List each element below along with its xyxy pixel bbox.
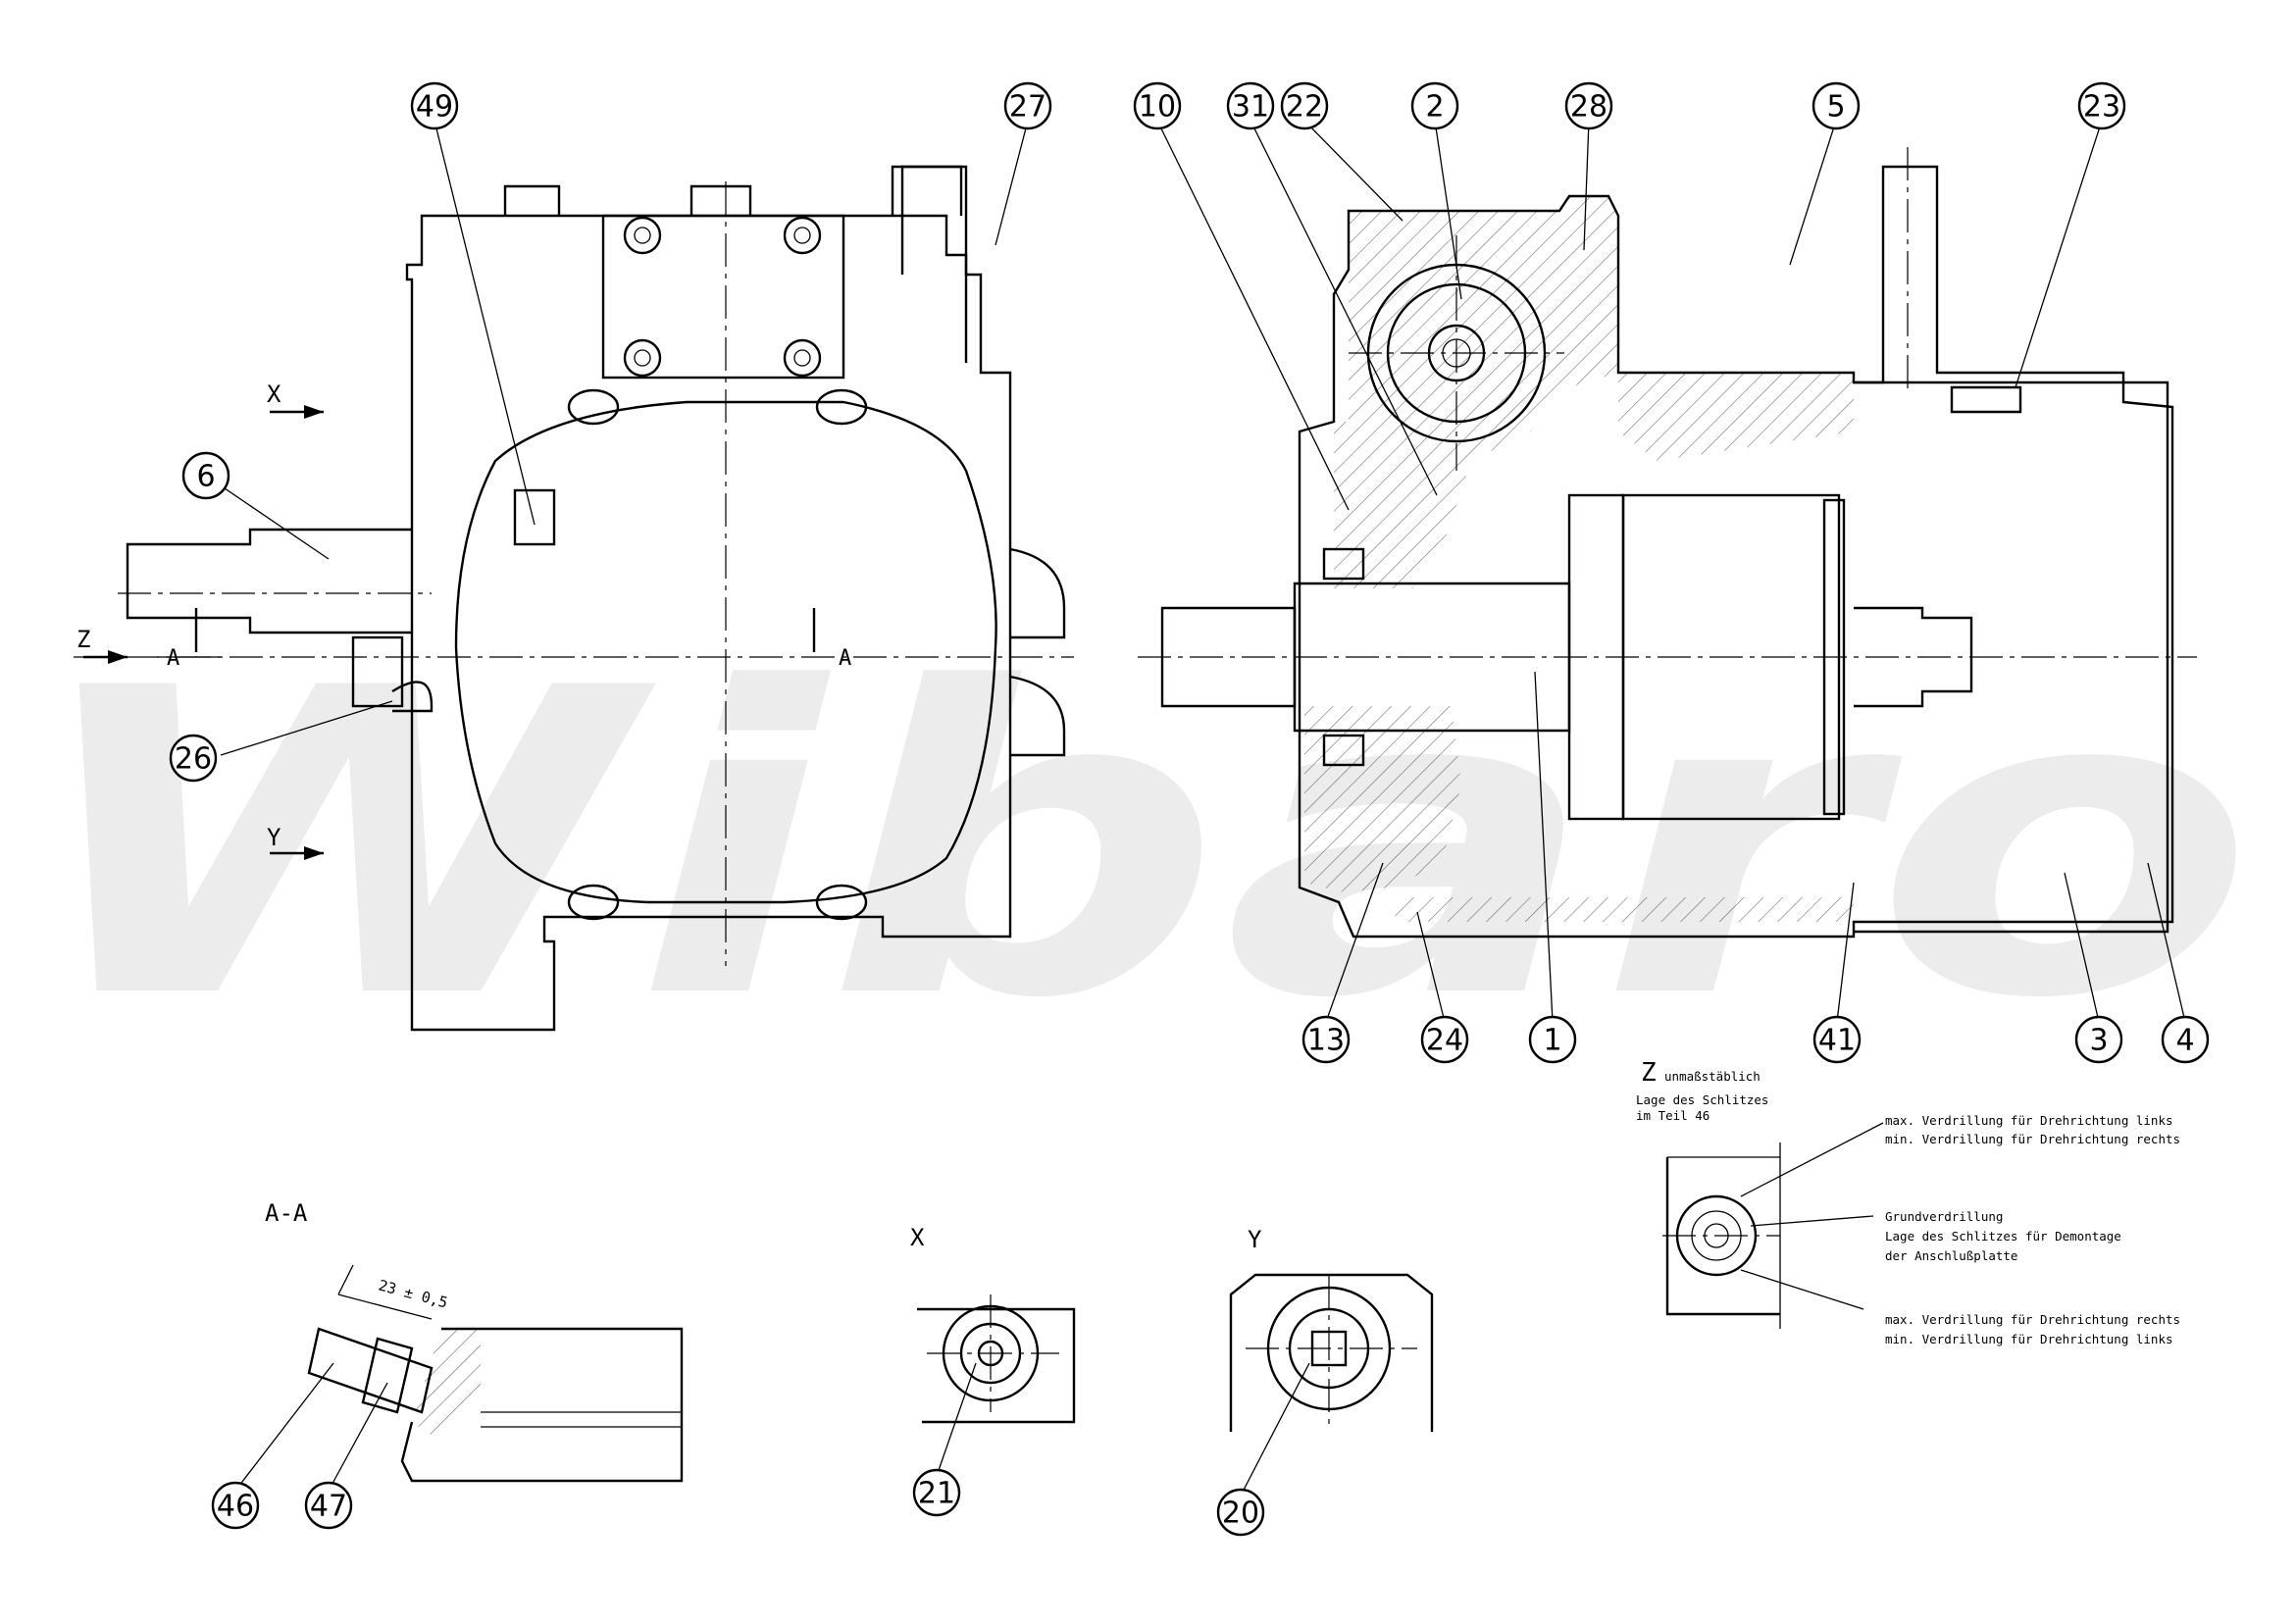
- detail-z-caption2: im Teil 46: [1636, 1108, 1709, 1123]
- note-1a: max. Verdrillung für Drehrichtung links: [1885, 1113, 2173, 1128]
- callout-13: 13: [1301, 1015, 1351, 1064]
- note-2c: der Anschlußplatte: [1885, 1248, 2017, 1263]
- callout-label: 5: [1826, 90, 1845, 125]
- callout-21: 21: [912, 1468, 961, 1517]
- callout-circle: [1216, 1488, 1265, 1537]
- callout-46: 46: [211, 1481, 260, 1530]
- watermark: Wibaro: [20, 600, 2256, 1091]
- bolt-heads: [623, 216, 822, 378]
- callout-label: 23: [2083, 90, 2120, 125]
- detail-z-letter: Z: [1641, 1058, 1657, 1088]
- callout-label: 3: [2089, 1024, 2108, 1058]
- callout-10: 10: [1133, 81, 1182, 130]
- callout-label: 21: [918, 1477, 955, 1511]
- note-3a: max. Verdrillung für Drehrichtung rechts: [1885, 1312, 2180, 1327]
- callout-label: 27: [1009, 90, 1046, 125]
- view-y-title: Y: [1248, 1226, 1262, 1253]
- callout-label: 20: [1222, 1497, 1259, 1531]
- section-mark-a-right: A: [839, 646, 851, 671]
- view-x-title: X: [910, 1224, 925, 1251]
- callout-label: 4: [2175, 1024, 2194, 1058]
- callout-label: 1: [1543, 1024, 1561, 1058]
- callout-circle: [169, 734, 218, 783]
- view-arrow-z: Z: [77, 626, 90, 653]
- callout-label: 22: [1286, 90, 1323, 125]
- callout-circle: [1280, 81, 1329, 130]
- callout-28: 28: [1564, 81, 1613, 130]
- callout-label: 31: [1232, 90, 1269, 125]
- detail-z-caption1: Lage des Schlitzes: [1636, 1092, 1768, 1107]
- dimension-label: 23 ± 0,5: [377, 1276, 449, 1311]
- callout-label: 10: [1139, 90, 1176, 125]
- callout-label: 49: [416, 90, 453, 125]
- detail-z-scale: unmaßstäblich: [1664, 1069, 1760, 1084]
- callout-1: 1: [1528, 1015, 1577, 1064]
- view-x: X: [910, 1224, 1076, 1424]
- callout-circle: [1226, 81, 1275, 130]
- callout-circle: [1812, 1015, 1862, 1064]
- callout-2: 2: [1410, 81, 1459, 130]
- callout-6: 6: [181, 451, 230, 500]
- callout-circle: [1301, 1015, 1351, 1064]
- view-arrow-x: X: [267, 381, 281, 408]
- callout-circle: [1811, 81, 1861, 130]
- callout-label: 26: [175, 742, 212, 777]
- callout-label: 2: [1425, 90, 1444, 125]
- callout-3: 3: [2074, 1015, 2123, 1064]
- callout-circle: [410, 81, 459, 130]
- callout-5: 5: [1811, 81, 1861, 130]
- note-2b: Lage des Schlitzes für Demontage: [1885, 1229, 2121, 1243]
- section-aa: A-A 23 ± 0,5: [265, 1199, 684, 1483]
- callout-circle: [1410, 81, 1459, 130]
- callout-circle: [2074, 1015, 2123, 1064]
- callout-4: 4: [2161, 1015, 2210, 1064]
- leader-lines: [205, 120, 2186, 1497]
- section-view: [1138, 147, 2197, 939]
- callout-27: 27: [1003, 81, 1052, 130]
- note-2a: Grundverdrillung: [1885, 1209, 2003, 1224]
- view-y: Y: [1229, 1226, 1434, 1432]
- callout-circle: [912, 1468, 961, 1517]
- callout-circle: [1420, 1015, 1469, 1064]
- callout-circle: [304, 1481, 353, 1530]
- callout-26: 26: [169, 734, 218, 783]
- view-arrow-y: Y: [267, 824, 281, 851]
- corner-bolts: [567, 388, 868, 921]
- callout-label: 28: [1570, 90, 1607, 125]
- callout-circle: [1003, 81, 1052, 130]
- callout-circle: [2161, 1015, 2210, 1064]
- callout-circle: [1564, 81, 1613, 130]
- callout-24: 24: [1420, 1015, 1469, 1064]
- note-3b: min. Verdrillung für Drehrichtung links: [1885, 1332, 2173, 1346]
- callout-label: 13: [1307, 1024, 1345, 1058]
- callout-31: 31: [1226, 81, 1275, 130]
- callout-label: 47: [310, 1490, 347, 1524]
- callout-20: 20: [1216, 1488, 1265, 1537]
- section-aa-title: A-A: [265, 1199, 308, 1227]
- callout-circle: [1528, 1015, 1577, 1064]
- callout-label: 41: [1818, 1024, 1856, 1058]
- note-1b: min. Verdrillung für Drehrichtung rechts: [1885, 1132, 2180, 1146]
- callout-47: 47: [304, 1481, 353, 1530]
- callout-49: 49: [410, 81, 459, 130]
- callout-41: 41: [1812, 1015, 1862, 1064]
- callout-22: 22: [1280, 81, 1329, 130]
- left-view: X Y Z A A: [74, 165, 1074, 1032]
- detail-z: Z unmaßstäblich Lage des Schlitzes im Te…: [1636, 1058, 2180, 1346]
- callout-circle: [2077, 81, 2126, 130]
- callout-circle: [211, 1481, 260, 1530]
- callout-circle: [181, 451, 230, 500]
- callout-label: 6: [196, 460, 215, 494]
- callout-23: 23: [2077, 81, 2126, 130]
- callout-label: 24: [1426, 1024, 1463, 1058]
- callout-circle: [1133, 81, 1182, 130]
- callout-label: 46: [217, 1490, 254, 1524]
- section-mark-a-left: A: [167, 646, 179, 671]
